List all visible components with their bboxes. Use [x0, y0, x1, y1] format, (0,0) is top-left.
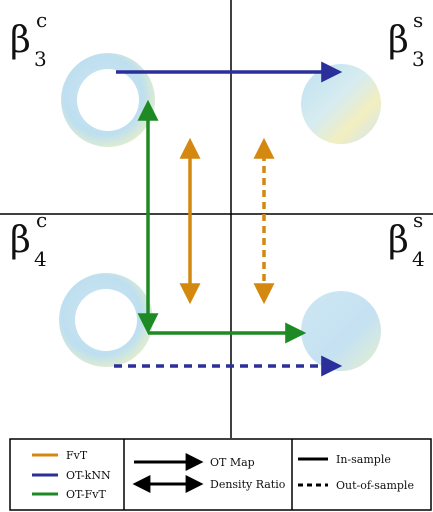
legend-label-fvt: FvT — [66, 449, 88, 462]
svg-text:s: s — [413, 208, 423, 232]
legend-label-ot-knn: OT-kNN — [66, 469, 111, 482]
svg-text:4: 4 — [34, 247, 47, 271]
legend-label-ot-map: OT Map — [210, 456, 255, 469]
label-top-left: β c 3 — [10, 8, 47, 71]
legend: FvT OT-kNN OT-FvT OT Map Density Ratio I… — [9, 438, 432, 511]
svg-text:β: β — [388, 20, 409, 61]
legend-label-in-sample: In-sample — [336, 453, 391, 466]
label-bottom-left: β c 4 — [10, 208, 47, 271]
svg-text:β: β — [10, 20, 31, 61]
svg-text:c: c — [36, 8, 47, 32]
svg-text:4: 4 — [412, 247, 425, 271]
legend-label-out-of-sample: Out-of-sample — [336, 479, 414, 492]
svg-text:β: β — [388, 220, 409, 261]
svg-text:c: c — [36, 208, 47, 232]
blob-top-right — [301, 64, 381, 144]
svg-text:3: 3 — [412, 47, 425, 71]
ring-bottom-left — [59, 273, 153, 367]
ring-top-left — [61, 53, 155, 147]
label-bottom-right: β s 4 — [388, 208, 425, 271]
legend-label-density-ratio: Density Ratio — [210, 478, 286, 491]
svg-text:3: 3 — [34, 47, 47, 71]
label-top-right: β s 3 — [388, 8, 425, 71]
legend-label-ot-fvt: OT-FvT — [66, 488, 107, 501]
svg-text:s: s — [413, 8, 423, 32]
blob-bottom-right — [301, 291, 381, 371]
svg-text:β: β — [10, 220, 31, 261]
